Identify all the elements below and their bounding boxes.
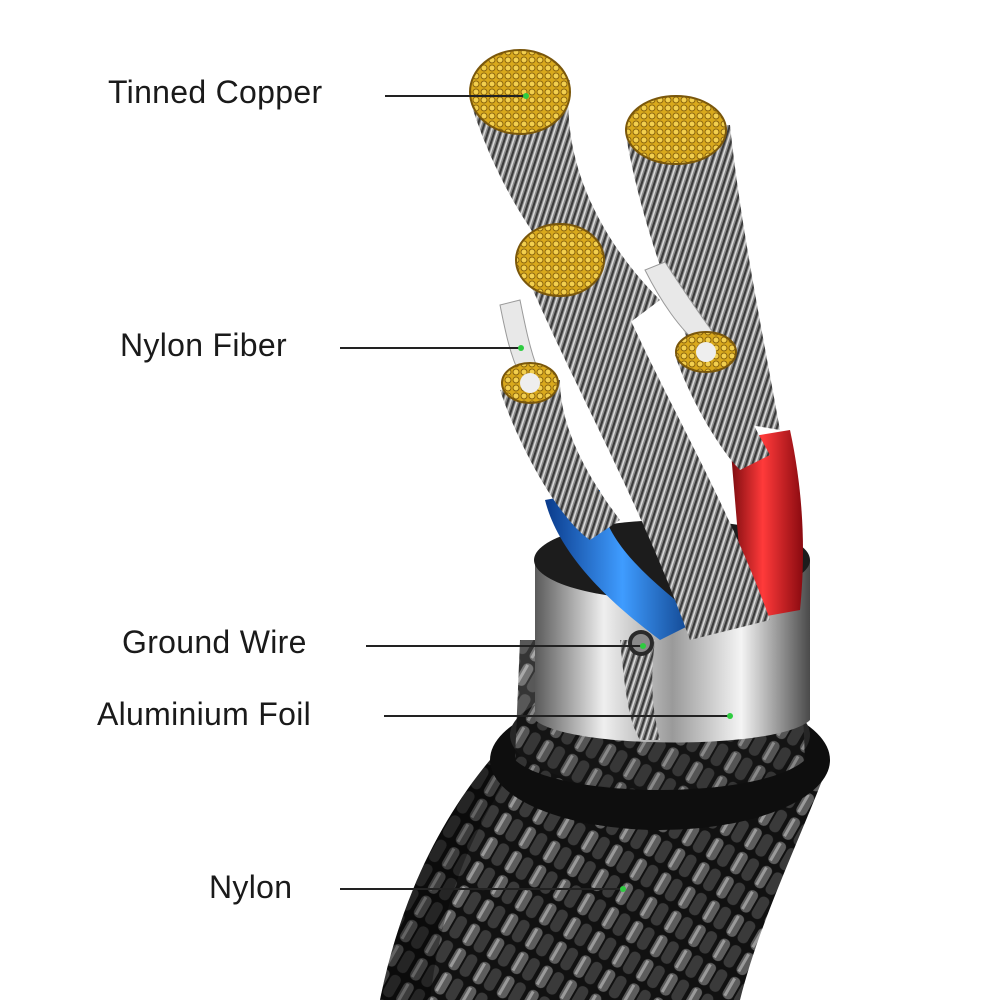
callout-leader-nylon	[340, 888, 622, 890]
callout-leader-tinned-copper	[385, 95, 525, 97]
callout-dot-tinned-copper	[523, 93, 529, 99]
callout-dot-nylon	[620, 886, 626, 892]
callout-dot-ground-wire	[640, 643, 646, 649]
callout-label-nylon: Nylon	[209, 869, 293, 905]
callout-dot-nylon-fiber	[518, 345, 524, 351]
callout-leader-nylon-fiber	[340, 347, 520, 349]
callout-label-nylon-fiber: Nylon Fiber	[120, 327, 287, 363]
callout-dot-aluminium-foil	[727, 713, 733, 719]
callout-label-aluminium-foil: Aluminium Foil	[97, 696, 312, 732]
callout-label-tinned-copper: Tinned Copper	[108, 74, 323, 110]
callout-leader-aluminium-foil	[384, 715, 729, 717]
callout-label-ground-wire: Ground Wire	[122, 624, 307, 660]
callout-leader-ground-wire	[366, 645, 642, 647]
